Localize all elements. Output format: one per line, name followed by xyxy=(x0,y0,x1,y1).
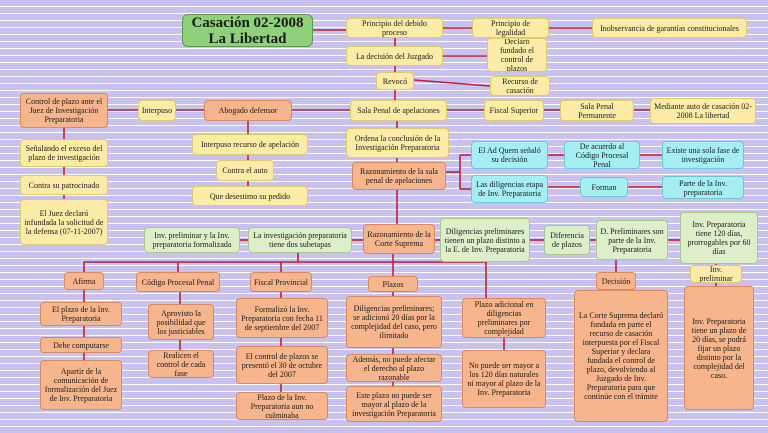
node-contra-auto: Contra el auto xyxy=(216,160,274,181)
node-no-puede-mayor: No puede ser mayor a los 120 días natura… xyxy=(462,350,546,408)
node-existe-fase: Existe una sola fase de investigación xyxy=(662,141,744,169)
node-d-preliminares: D. Preliminares son parte de la Inv. Pre… xyxy=(596,220,668,260)
node-plazos: Plazos xyxy=(368,276,418,292)
node-diligencias-plazo: Diligencias preliminares tienen un plazo… xyxy=(440,218,530,262)
node-abogado-defensor: Abogado defensor xyxy=(204,100,292,121)
node-inv-preliminar-formalizada: Inv. preliminar y la Inv. preparatoria f… xyxy=(144,227,240,253)
node-plazo-adicional: Plazo adicional en diligencias prelimina… xyxy=(462,298,546,338)
node-plazo-no-culminaba: Plazo de la Inv. Preparatoria aun no cul… xyxy=(236,392,328,420)
node-aprovisto: Aprovisto la posibilidad que los justici… xyxy=(148,304,214,340)
node-diligencias-20: Diligencias preliminares; se adicionó 20… xyxy=(346,296,442,348)
node-decision-right: Decisión xyxy=(596,272,636,290)
node-principio-legalidad: Principio de legalidad xyxy=(472,18,549,38)
node-interpuso: Interpuso xyxy=(138,100,176,121)
node-inv-120: Inv. Preparatoria tiene 120 días, prorro… xyxy=(680,212,758,264)
node-corte-suprema: La Corte Suprema declaró fundada en part… xyxy=(574,290,668,422)
node-razonamiento-sala: Razonamiento de la sala penal de apelaci… xyxy=(352,162,446,190)
node-declaro-fundado: Declaró fundado el control de plazos xyxy=(487,38,547,72)
node-juez-declaro: El Juez declaró infundada la solicitud d… xyxy=(20,199,108,245)
node-plazo-inv-preparatoria: El plazo de la Inv. Preparatoria xyxy=(40,302,122,326)
title-line-1: Casación 02-2008 xyxy=(191,14,304,31)
node-revoco: Revocó xyxy=(376,72,414,90)
node-diligencias-etapa: Las diligencias etapa de Inv. Preparator… xyxy=(471,175,548,203)
node-diferencia-plazos: Diferencia de plazos xyxy=(544,225,590,255)
node-fiscal-provincial: Fiscal Provincial xyxy=(250,272,312,292)
node-fiscal-superior: Fiscal Superior xyxy=(484,100,544,121)
node-inv-preliminar-20: Inv. preliminar xyxy=(690,265,742,283)
node-desestimo: Que desestimo su pedido xyxy=(192,186,308,206)
node-acuerdo-codigo: De acuerdo al Código Procesal Penal xyxy=(564,141,640,169)
node-mediante-auto: Mediante auto de casación 02-2008 La lib… xyxy=(650,98,756,124)
connector-line xyxy=(413,79,491,87)
node-realicen-control: Realicen el control de cada fase xyxy=(148,350,214,378)
node-senalando-exceso: Señalando el exceso del plazo de investi… xyxy=(20,139,108,167)
node-sala-penal-permanente: Sala Penal Permanente xyxy=(560,100,634,121)
node-inv-dos-subetapas: La investigación preparatoria tiene dos … xyxy=(248,227,352,253)
node-forma-n: Forman xyxy=(580,177,628,197)
node-control-plazo-juez: Control de plazo ante el Juez de Investi… xyxy=(20,93,108,128)
title-line-2: La Libertad xyxy=(208,30,287,47)
node-razonamiento-corte: Razonamiento de la Corte Suprema xyxy=(363,224,435,254)
node-parte-inv: Parte de la Inv. preparatoria xyxy=(662,176,744,199)
node-control-plazos-presento: El control de plazos se presentó el 30 d… xyxy=(236,346,328,384)
node-ordena-conclusion: Ordena la conclusión de la Investigación… xyxy=(346,128,449,158)
node-apartir-comunicacion: Apartir de la comunicación de formalizac… xyxy=(40,360,122,410)
node-este-plazo: Este plazo no puede ser mayor al plazo d… xyxy=(346,386,442,422)
node-recurso-casacion: Recurso de casación xyxy=(490,76,550,96)
node-ademas-no-puede: Además, no puede afectar el derecho al p… xyxy=(346,354,442,382)
node-contra-patrocinado: Contra su patrocinado xyxy=(20,175,108,195)
title-box: Casación 02-2008 La Libertad xyxy=(182,14,313,47)
node-interpuso-recurso-apelacion: Interpuso recurso de apelación xyxy=(192,134,308,155)
node-codigo-procesal: Código Procesal Penal xyxy=(136,272,220,292)
node-decision-juzgado: La decisión del Juzgado xyxy=(346,46,443,66)
node-principio-debido: Principio del debido proceso xyxy=(346,18,443,38)
node-inv-20-text: Inv. Preparatoria tiene un plazo de 20 d… xyxy=(684,286,754,410)
node-sala-penal-apelaciones: Sala Penal de apelaciones xyxy=(350,100,447,121)
node-afirma: Afirma xyxy=(64,272,104,290)
node-formalizo: Formalizó la Inv. Preparatoria con fecha… xyxy=(236,298,328,338)
node-ad-quem: El Ad Quem señaló su decisión xyxy=(471,141,548,169)
node-debe-computarse: Debe computarse xyxy=(40,337,122,353)
node-inobservancia: Inobservancia de garantías constituciona… xyxy=(592,18,747,38)
